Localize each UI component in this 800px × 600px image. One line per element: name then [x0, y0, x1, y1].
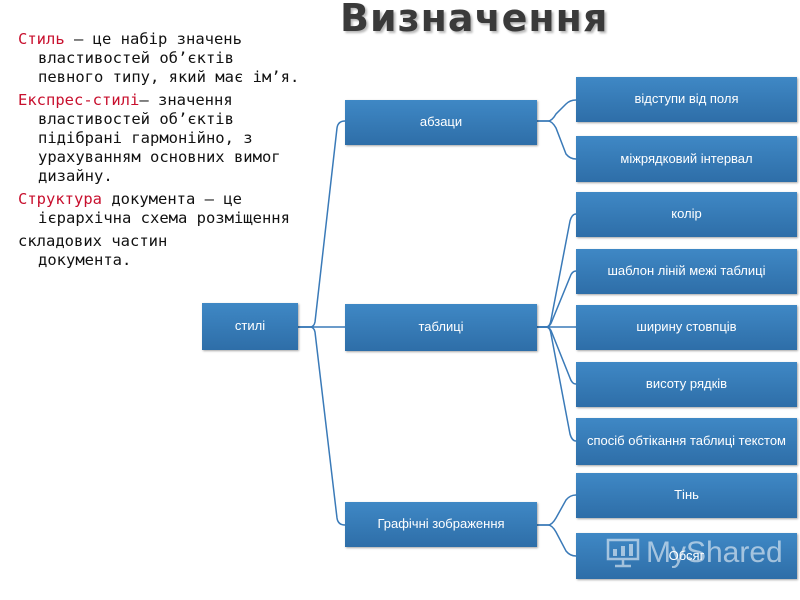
node-color: колір	[576, 192, 797, 237]
term-express-styles: Експрес-стилі	[18, 91, 140, 109]
connector-graphics-shadow	[537, 494, 577, 526]
definition-tail-line1: складових частин	[18, 232, 168, 250]
watermark-text: MyShared	[646, 536, 783, 569]
node-text-wrapping: спосіб обтікання таблиці текстом	[576, 418, 797, 465]
definition-structure-text: документа – це ієрархічна схема розміщен…	[38, 190, 290, 227]
node-styles: стилі	[202, 303, 298, 350]
connector-graphics-volume	[537, 524, 577, 557]
connector-tables-height	[537, 326, 577, 385]
node-paragraphs: абзаци	[345, 100, 537, 145]
node-column-width: ширину стовпців	[576, 305, 797, 350]
node-tables: таблиці	[345, 304, 537, 351]
node-graphics: Графічні зображення	[345, 502, 537, 547]
definition-express-styles-text: – значення властивостей об’єктів підібра…	[38, 91, 281, 185]
node-shadow: Тінь	[576, 473, 797, 518]
watermark: MyShared	[606, 536, 783, 570]
node-row-height: висоту рядків	[576, 362, 797, 407]
connector-root-paragraphs	[298, 120, 346, 328]
connector-root-graphics	[298, 326, 346, 526]
definition-tail-line2: документа.	[38, 251, 132, 269]
node-indents-from-margin: відступи від поля	[576, 77, 797, 122]
term-style: Стиль	[18, 30, 65, 48]
term-structure: Структура	[18, 190, 102, 208]
definition-express-styles: Експрес-стилі– значення властивостей об’…	[18, 91, 300, 186]
connector-tables-pattern	[537, 270, 577, 328]
node-border-pattern: шаблон ліній межі таблиці	[576, 249, 797, 294]
slide-title: Визначення	[340, 0, 609, 40]
definition-structure: Структура документа – це ієрархічна схем…	[18, 190, 300, 228]
presentation-board-icon	[606, 538, 640, 568]
connector-tables-wrap	[537, 326, 577, 442]
definitions-text: Стиль – це набір значень властивостей об…	[18, 30, 300, 270]
node-line-spacing: міжрядковий інтервал	[576, 136, 797, 182]
definition-style-text: – це набір значень властивостей об’єктів…	[38, 30, 300, 86]
connector-paragraphs-spacing	[537, 120, 577, 160]
connector-paragraphs-indents	[537, 99, 577, 122]
definition-style: Стиль – це набір значень властивостей об…	[18, 30, 300, 87]
